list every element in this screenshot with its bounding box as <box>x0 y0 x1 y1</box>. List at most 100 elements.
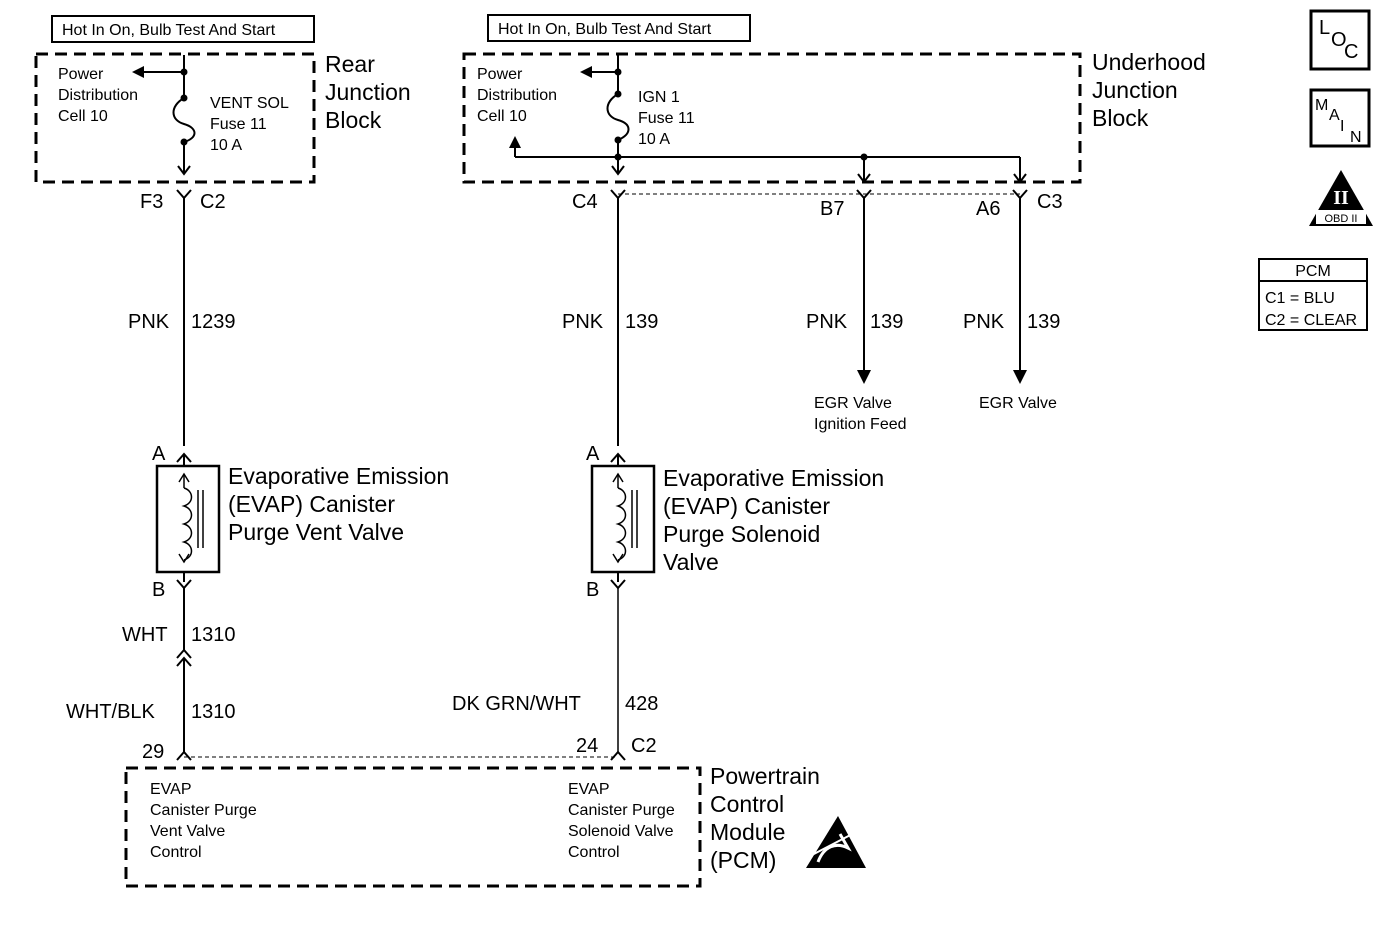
obd-ii-icon: II OBD II <box>1309 170 1373 226</box>
rear-junction-block: Hot In On, Bulb Test And Start Rear Junc… <box>34 15 411 213</box>
underhood-pd-label-3: Cell 10 <box>477 108 527 125</box>
egr-valve-arrow-icon <box>1013 370 1027 384</box>
underhood-block-outline <box>462 52 1082 184</box>
svg-text:L: L <box>1319 17 1330 39</box>
main-icon: M A I N <box>1309 88 1371 148</box>
underhood-connector-c4: C4 <box>572 191 598 213</box>
pcm-module: 29 24 C2 EVAP Canister Purge Vent Valve … <box>124 735 866 888</box>
underhood-block-header-box <box>487 14 751 42</box>
pcm-vent-label-4: Control <box>150 844 202 861</box>
pcm-sol-label-4: Control <box>568 844 620 861</box>
underhood-block-title-2: Junction <box>1092 77 1178 103</box>
pcm-vent-label-2: Canister Purge <box>150 802 257 819</box>
purge-valve-name-4: Valve <box>663 549 719 575</box>
wire-139-egr-valve-number: 139 <box>1027 311 1060 333</box>
underhood-connector-c3: C3 <box>1037 191 1063 213</box>
wire-1310-whtblk-color: WHT/BLK <box>66 701 156 723</box>
underhood-junction-block: Hot In On, Bulb Test And Start Underhood… <box>462 14 1206 220</box>
vent-pin-b: B <box>152 579 165 601</box>
rear-fuse-label-2: Fuse 11 <box>210 116 267 133</box>
rear-fuse-label-3: 10 A <box>210 137 242 154</box>
rear-block-title-2: Junction <box>325 79 411 105</box>
pcm-legend-title: PCM <box>1295 263 1331 280</box>
underhood-pd-label-1: Power <box>477 66 523 83</box>
pcm-sol-label-1: EVAP <box>568 781 610 798</box>
wire-139-egr-valve-color: PNK <box>963 311 1005 333</box>
svg-text:I: I <box>1340 118 1344 135</box>
underhood-block-title-1: Underhood <box>1092 49 1206 75</box>
wire-1310-wht-color: WHT <box>122 624 168 646</box>
rear-fuse-icon <box>172 97 196 143</box>
pcm-legend-c2: C2 = CLEAR <box>1265 312 1357 329</box>
underhood-pin-a6: A6 <box>976 198 1000 220</box>
purge-coil-icon <box>615 487 627 561</box>
pcm-sol-label-2: Canister Purge <box>568 802 675 819</box>
rear-block-title-3: Block <box>325 107 382 133</box>
rear-pin-f3: F3 <box>140 191 163 213</box>
rear-pd-label-1: Power <box>58 66 104 83</box>
vent-coil-icon <box>181 487 193 561</box>
pcm-connector-legend: PCM C1 = BLU C2 = CLEAR <box>1258 258 1368 331</box>
wire-428-color: DK GRN/WHT <box>452 693 581 715</box>
rear-power-arrow-icon <box>132 66 144 78</box>
pcm-legend-c1: C1 = BLU <box>1265 290 1335 307</box>
egr-valve-label: EGR Valve <box>979 395 1057 412</box>
wire-1239-color: PNK <box>128 311 170 333</box>
underhood-block-header: Hot In On, Bulb Test And Start <box>498 21 712 38</box>
svg-text:II: II <box>1333 187 1349 209</box>
inline-connector-icon <box>176 648 192 659</box>
pcm-sol-label-3: Solenoid Valve <box>568 823 674 840</box>
rear-pd-label-3: Cell 10 <box>58 108 108 125</box>
vent-valve-name-1: Evaporative Emission <box>228 463 449 489</box>
evap-purge-valve: A B Evaporative Emission (EVAP) Canister… <box>586 443 884 601</box>
rear-connector-icon <box>176 189 192 200</box>
loc-icon: L O C <box>1309 9 1371 71</box>
rear-block-header-box <box>51 15 315 43</box>
svg-text:O: O <box>1331 29 1347 51</box>
underhood-fuse-label-2: Fuse 11 <box>638 110 695 127</box>
egr-feed-label-1: EGR Valve <box>814 395 892 412</box>
rear-block-title-1: Rear <box>325 51 375 77</box>
svg-text:OBD II: OBD II <box>1324 213 1357 225</box>
wire-139-egr-feed-number: 139 <box>870 311 903 333</box>
underhood-block-title-3: Block <box>1092 105 1149 131</box>
pcm-pin-24: 24 <box>576 735 598 757</box>
vent-valve-name-3: Purge Vent Valve <box>228 519 404 545</box>
rear-block-outline <box>34 52 316 184</box>
pcm-vent-label-3: Vent Valve <box>150 823 225 840</box>
wire-1239-number: 1239 <box>191 311 236 333</box>
underhood-pin-b7: B7 <box>820 198 844 220</box>
wire-139-purge-number: 139 <box>625 311 658 333</box>
egr-feed-arrow-icon <box>857 370 871 384</box>
rear-connector-c2: C2 <box>200 191 226 213</box>
svg-text:N: N <box>1350 129 1362 146</box>
pcm-title-4: (PCM) <box>710 847 776 873</box>
wire-1310-whtblk-number: 1310 <box>191 701 236 723</box>
purge-valve-name-3: Purge Solenoid <box>663 521 820 547</box>
egr-feed-label-2: Ignition Feed <box>814 416 907 433</box>
rear-fuse-label-1: VENT SOL <box>210 95 289 112</box>
underhood-pd-label-2: Distribution <box>477 87 557 104</box>
pcm-pin-29: 29 <box>142 741 164 763</box>
evap-vent-valve: A B Evaporative Emission (EVAP) Canister… <box>152 443 449 601</box>
svg-text:C: C <box>1344 41 1358 63</box>
underhood-fuse-label-1: IGN 1 <box>638 89 680 106</box>
svg-text:A: A <box>1329 107 1340 124</box>
wire-139-purge-color: PNK <box>562 311 604 333</box>
purge-pin-a: A <box>586 443 600 465</box>
pcm-title-2: Control <box>710 791 784 817</box>
rear-block-header: Hot In On, Bulb Test And Start <box>62 22 276 39</box>
pcm-title-1: Powertrain <box>710 763 820 789</box>
underhood-fuse-label-3: 10 A <box>638 131 670 148</box>
pcm-vent-label-1: EVAP <box>150 781 192 798</box>
vent-pin-a: A <box>152 443 166 465</box>
pcm-outline <box>124 766 702 888</box>
vent-valve-name-2: (EVAP) Canister <box>228 491 395 517</box>
rear-output-arrow-icon <box>177 165 191 176</box>
purge-valve-name-2: (EVAP) Canister <box>663 493 830 519</box>
underhood-bus-arrow-icon <box>509 136 521 148</box>
pcm-connector-c2: C2 <box>631 735 657 757</box>
purge-pin-b: B <box>586 579 599 601</box>
underhood-power-arrow-icon <box>580 66 592 78</box>
wire-428-number: 428 <box>625 693 658 715</box>
